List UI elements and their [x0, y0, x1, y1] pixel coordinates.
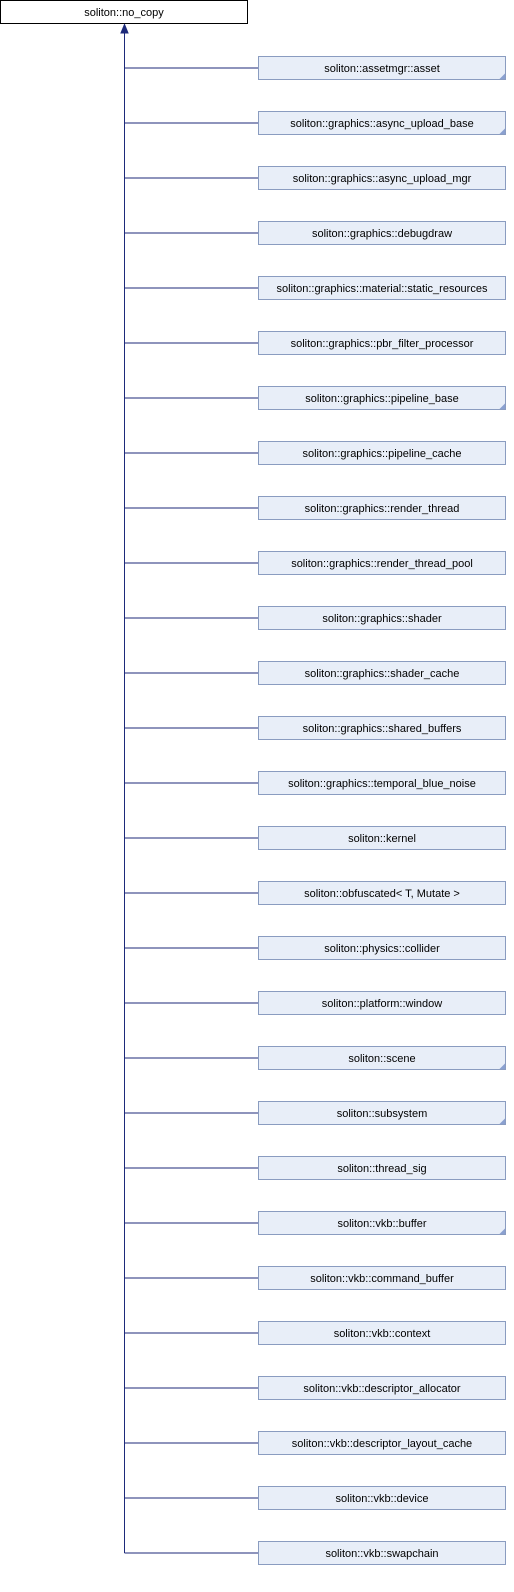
derived-class-label: soliton::graphics::pbr_filter_processor — [291, 338, 474, 350]
derived-class-label: soliton::vkb::buffer — [337, 1218, 426, 1230]
derived-class-box — [258, 991, 506, 1015]
root-class-box — [0, 0, 248, 24]
derived-class-box — [258, 496, 506, 520]
derived-class-node[interactable]: soliton::kernel — [258, 826, 506, 850]
derived-class-label: soliton::physics::collider — [324, 943, 440, 955]
derived-class-box — [258, 1431, 506, 1455]
derived-class-box — [258, 1486, 506, 1510]
derived-class-node[interactable]: soliton::graphics::material::static_reso… — [258, 276, 506, 300]
derived-class-node[interactable]: soliton::vkb::descriptor_layout_cache — [258, 1431, 506, 1455]
derived-class-box — [258, 606, 506, 630]
has-subclasses-corner-icon — [499, 73, 505, 79]
derived-class-box — [258, 1101, 506, 1125]
inheritance-edges — [120, 23, 259, 1554]
has-subclasses-corner-icon — [499, 1118, 505, 1124]
derived-class-label: soliton::graphics::render_thread — [305, 503, 460, 515]
has-subclasses-corner-icon — [499, 128, 505, 134]
derived-class-node[interactable]: soliton::physics::collider — [258, 936, 506, 960]
has-subclasses-corner-icon — [499, 403, 505, 409]
derived-class-node[interactable]: soliton::vkb::context — [258, 1321, 506, 1345]
derived-class-label: soliton::graphics::async_upload_base — [290, 118, 473, 130]
derived-class-label: soliton::graphics::debugdraw — [312, 228, 452, 240]
derived-class-box — [258, 441, 506, 465]
derived-class-label: soliton::kernel — [348, 833, 416, 845]
derived-class-box — [258, 166, 506, 190]
inheritance-arrowhead — [120, 23, 129, 34]
derived-class-label: soliton::vkb::descriptor_layout_cache — [292, 1438, 472, 1450]
derived-class-box — [258, 936, 506, 960]
derived-class-label: soliton::thread_sig — [337, 1163, 426, 1175]
derived-class-box — [258, 1266, 506, 1290]
derived-class-label: soliton::graphics::shader_cache — [305, 668, 460, 680]
derived-class-node[interactable]: soliton::assetmgr::asset — [258, 56, 506, 80]
has-subclasses-corner-icon — [499, 1228, 505, 1234]
derived-class-box — [258, 661, 506, 685]
derived-class-node[interactable]: soliton::platform::window — [258, 991, 506, 1015]
root-class-node[interactable]: soliton::no_copy — [0, 0, 248, 24]
derived-class-box — [258, 716, 506, 740]
derived-class-node[interactable]: soliton::graphics::render_thread_pool — [258, 551, 506, 575]
derived-class-label: soliton::subsystem — [337, 1108, 427, 1120]
derived-class-box — [258, 111, 506, 135]
derived-class-box — [258, 826, 506, 850]
derived-class-box — [258, 881, 506, 905]
derived-class-node[interactable]: soliton::graphics::shader — [258, 606, 506, 630]
derived-class-label: soliton::vkb::command_buffer — [310, 1273, 454, 1285]
has-subclasses-corner-icon — [499, 1063, 505, 1069]
derived-class-node[interactable]: soliton::subsystem — [258, 1101, 506, 1125]
derived-class-box — [258, 276, 506, 300]
derived-class-label: soliton::obfuscated< T, Mutate > — [304, 888, 460, 900]
derived-class-box — [258, 1046, 506, 1070]
derived-class-label: soliton::graphics::pipeline_base — [305, 393, 459, 405]
derived-class-label: soliton::scene — [348, 1053, 415, 1065]
derived-class-label: soliton::assetmgr::asset — [324, 63, 440, 75]
derived-class-box — [258, 221, 506, 245]
derived-class-node[interactable]: soliton::graphics::render_thread — [258, 496, 506, 520]
derived-class-node[interactable]: soliton::graphics::async_upload_base — [258, 111, 506, 135]
derived-class-label: soliton::graphics::pipeline_cache — [303, 448, 462, 460]
derived-class-box — [258, 331, 506, 355]
derived-class-node[interactable]: soliton::vkb::device — [258, 1486, 506, 1510]
derived-class-node[interactable]: soliton::scene — [258, 1046, 506, 1070]
derived-class-label: soliton::platform::window — [322, 998, 442, 1010]
derived-class-label: soliton::graphics::render_thread_pool — [291, 558, 473, 570]
derived-class-label: soliton::graphics::shared_buffers — [303, 723, 462, 735]
derived-class-box — [258, 1156, 506, 1180]
derived-class-box — [258, 56, 506, 80]
derived-class-node[interactable]: soliton::vkb::buffer — [258, 1211, 506, 1235]
derived-class-node[interactable]: soliton::vkb::command_buffer — [258, 1266, 506, 1290]
derived-class-node[interactable]: soliton::graphics::pipeline_base — [258, 386, 506, 410]
derived-class-node[interactable]: soliton::graphics::temporal_blue_noise — [258, 771, 506, 795]
derived-class-label: soliton::vkb::swapchain — [325, 1548, 438, 1560]
derived-class-label: soliton::graphics::shader — [322, 613, 442, 625]
derived-class-node[interactable]: soliton::graphics::debugdraw — [258, 221, 506, 245]
derived-class-label: soliton::graphics::async_upload_mgr — [293, 173, 472, 185]
derived-class-label: soliton::graphics::temporal_blue_noise — [288, 778, 476, 790]
derived-class-box — [258, 386, 506, 410]
derived-class-box — [258, 1376, 506, 1400]
derived-class-node[interactable]: soliton::graphics::async_upload_mgr — [258, 166, 506, 190]
derived-class-nodes: soliton::assetmgr::assetsoliton::graphic… — [258, 56, 506, 1565]
derived-class-box — [258, 1541, 506, 1565]
derived-class-box — [258, 771, 506, 795]
derived-class-node[interactable]: soliton::graphics::pipeline_cache — [258, 441, 506, 465]
derived-class-label: soliton::vkb::descriptor_allocator — [303, 1383, 460, 1395]
derived-class-node[interactable]: soliton::graphics::pbr_filter_processor — [258, 331, 506, 355]
derived-class-node[interactable]: soliton::obfuscated< T, Mutate > — [258, 881, 506, 905]
root-class-label: soliton::no_copy — [84, 7, 164, 19]
derived-class-node[interactable]: soliton::vkb::descriptor_allocator — [258, 1376, 506, 1400]
derived-class-box — [258, 1321, 506, 1345]
derived-class-node[interactable]: soliton::thread_sig — [258, 1156, 506, 1180]
derived-class-node[interactable]: soliton::graphics::shared_buffers — [258, 716, 506, 740]
derived-class-label: soliton::vkb::device — [336, 1493, 429, 1505]
derived-class-box — [258, 1211, 506, 1235]
derived-class-label: soliton::graphics::material::static_reso… — [277, 283, 488, 295]
derived-class-node[interactable]: soliton::vkb::swapchain — [258, 1541, 506, 1565]
derived-class-box — [258, 551, 506, 575]
derived-class-node[interactable]: soliton::graphics::shader_cache — [258, 661, 506, 685]
derived-class-label: soliton::vkb::context — [334, 1328, 431, 1340]
